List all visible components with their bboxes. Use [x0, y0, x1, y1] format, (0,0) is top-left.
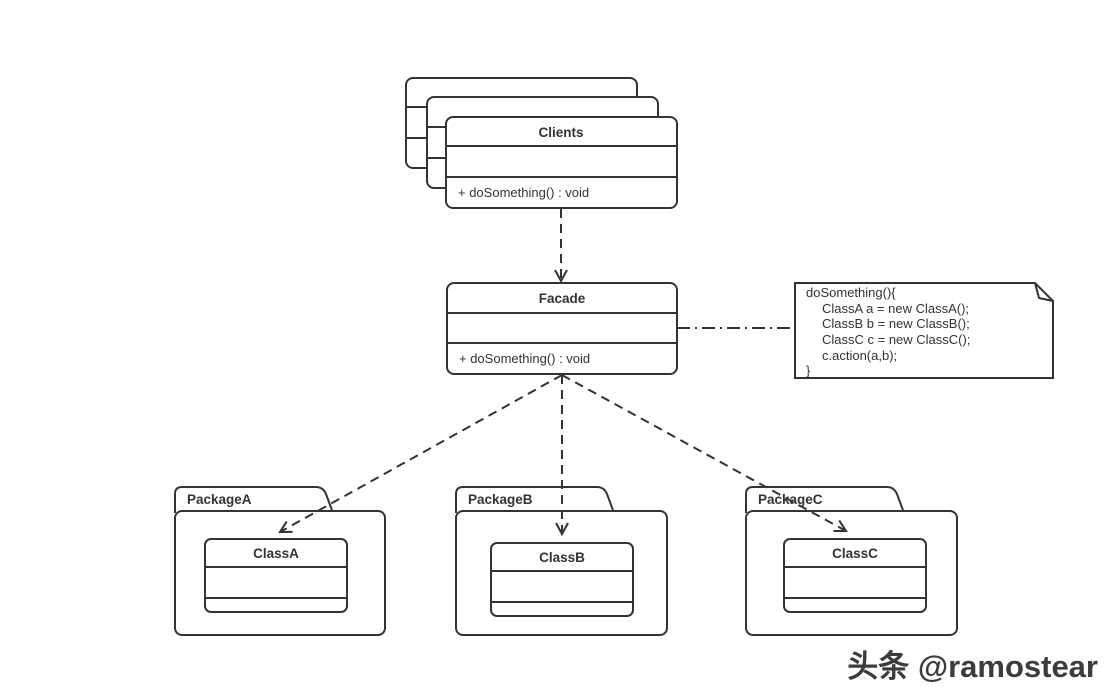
note-line: c.action(a,b); — [822, 348, 897, 363]
class-a-title: ClassA — [253, 546, 299, 561]
facade-class: Facade + doSomething() : void — [446, 282, 678, 375]
package-b-label: PackageB — [468, 492, 533, 507]
package-c-tab — [745, 486, 905, 514]
facade-method: + doSomething() : void — [459, 351, 590, 366]
watermark-text: 头条 @ramostear — [847, 649, 1098, 684]
facade-title: Facade — [539, 291, 586, 306]
clients-method: + doSomething() : void — [458, 185, 589, 200]
class-c-box — [783, 538, 927, 613]
package-a-label: PackageA — [187, 492, 252, 507]
edge-facade-to-class-c — [561, 374, 848, 533]
package-b: PackageB ClassB — [455, 486, 668, 636]
note-line: doSomething(){ — [806, 285, 896, 300]
edge-facade-to-class-a — [278, 374, 563, 534]
clients-class-box — [445, 116, 678, 209]
clients-title: Clients — [538, 125, 583, 140]
connectors — [278, 209, 848, 537]
class-b-box — [490, 542, 634, 617]
note-shape — [794, 282, 1054, 379]
clients-class-stack: Clients + doSomething() : void — [405, 77, 678, 209]
note-fold-corner — [1034, 282, 1054, 302]
code-note: doSomething(){ ClassA a = new ClassA(); … — [794, 282, 1054, 379]
class-b-title: ClassB — [539, 550, 585, 565]
note-line: ClassA a = new ClassA(); — [822, 301, 969, 316]
note-line: ClassB b = new ClassB(); — [822, 316, 970, 331]
package-a-tab — [174, 486, 334, 514]
package-a: PackageA ClassA — [174, 486, 386, 636]
class-a-box — [204, 538, 348, 613]
note-line: } — [806, 363, 811, 378]
package-c: PackageC ClassC — [745, 486, 958, 636]
class-c-title: ClassC — [832, 546, 878, 561]
package-b-tab — [455, 486, 615, 514]
note-line: ClassC c = new ClassC(); — [822, 332, 970, 347]
